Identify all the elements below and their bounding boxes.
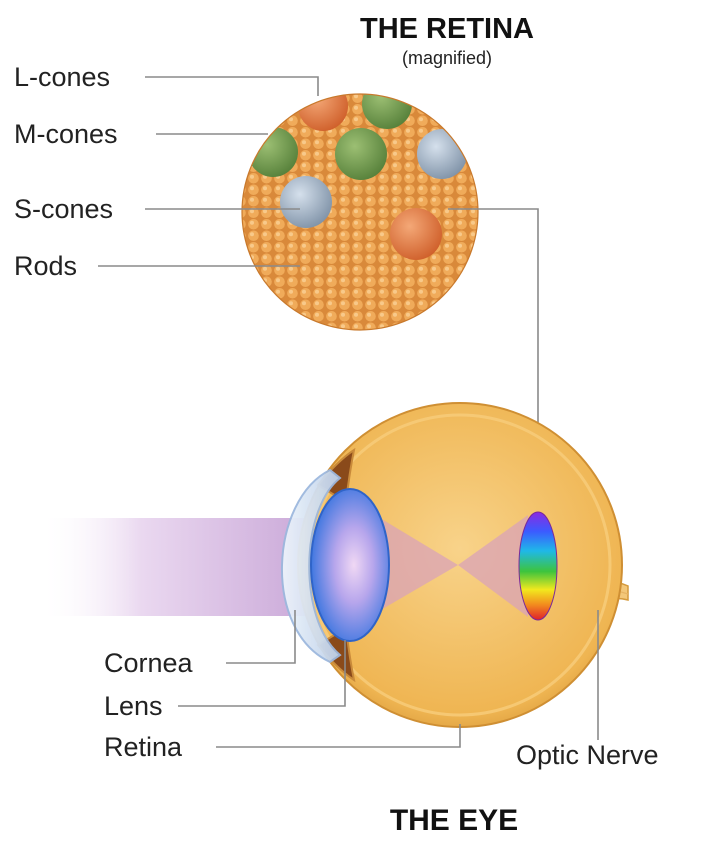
eye-title: THE EYE <box>390 804 518 837</box>
s-cone-2 <box>280 176 332 228</box>
label-l-cones: L-cones <box>14 62 110 92</box>
m-cone-3 <box>335 128 387 180</box>
retina-spectrum <box>519 512 557 620</box>
l-cone-2 <box>390 208 442 260</box>
s-cone-1 <box>417 129 467 179</box>
label-s-cones: S-cones <box>14 194 113 224</box>
l-cone-1 <box>298 81 348 131</box>
label-cornea: Cornea <box>104 648 194 678</box>
label-optic-nerve: Optic Nerve <box>516 740 659 770</box>
label-rods: Rods <box>14 251 77 281</box>
leader-retina <box>216 724 460 747</box>
retina-magnified-circle <box>242 79 478 330</box>
retina-subtitle: (magnified) <box>402 48 492 68</box>
leader-cornea <box>226 610 295 663</box>
label-retina: Retina <box>104 732 183 762</box>
label-m-cones: M-cones <box>14 119 118 149</box>
label-lens: Lens <box>104 691 163 721</box>
retina-title: THE RETINA <box>360 13 534 45</box>
leader-l-cones <box>145 77 318 96</box>
m-cone-1 <box>362 79 412 129</box>
lens <box>311 489 389 641</box>
